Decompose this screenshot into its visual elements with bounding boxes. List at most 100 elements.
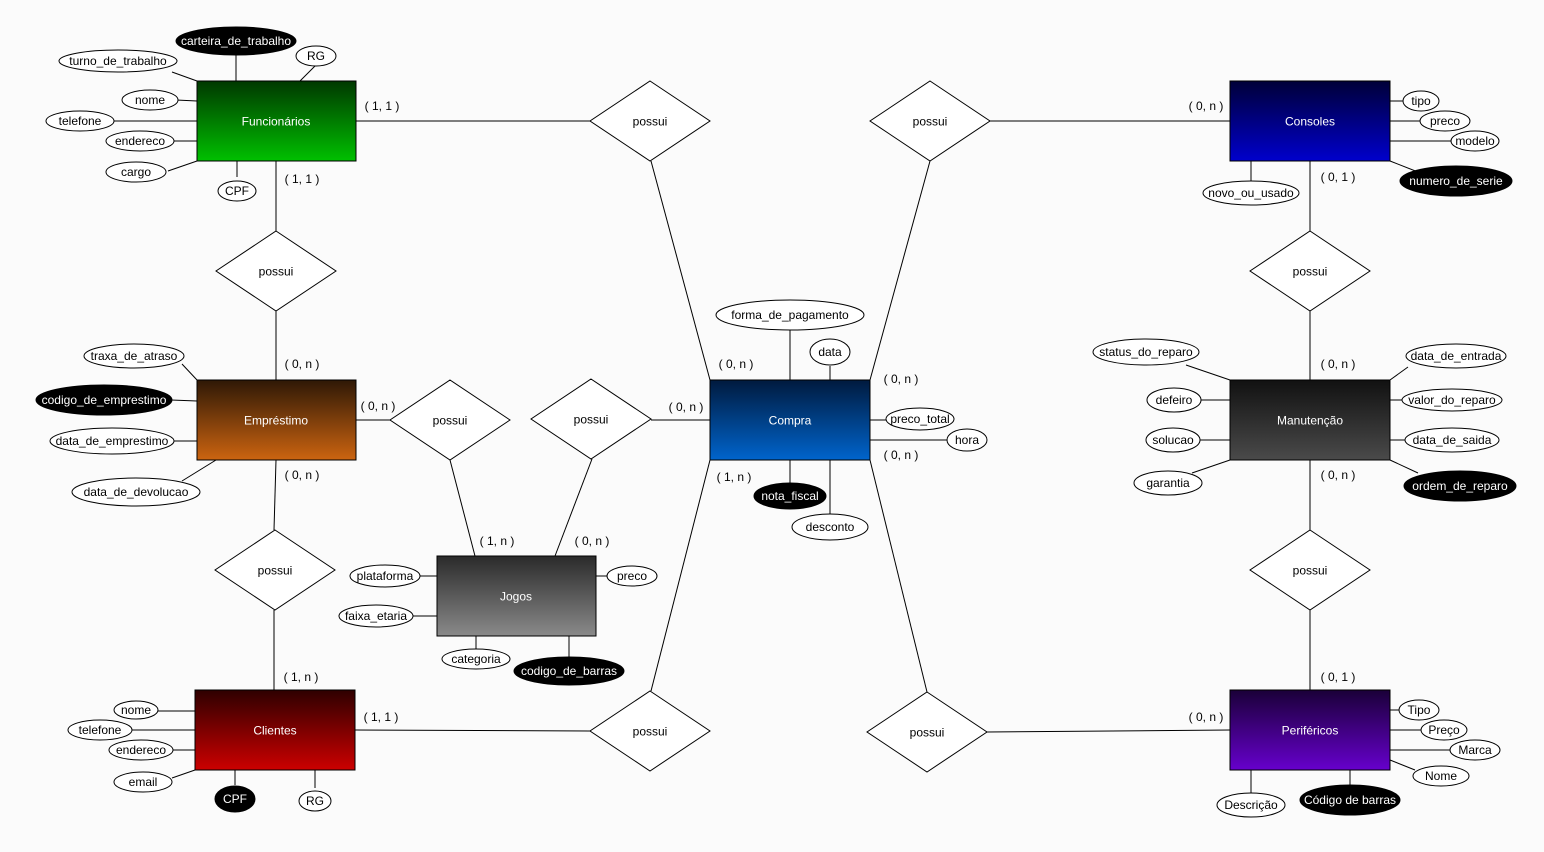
attr-descricao[interactable]: Descrição — [1216, 792, 1286, 818]
attribute-label: modelo — [1455, 134, 1495, 148]
attribute-label: nome — [121, 703, 151, 717]
attr-tipo[interactable]: Tipo — [1398, 699, 1440, 721]
attr-faixa-etaria[interactable]: faixa_etaria — [338, 604, 414, 628]
cardinality-label: ( 1, 1 ) — [365, 99, 400, 113]
entity-consoles[interactable]: Consoles — [1229, 80, 1391, 162]
relationship-consoles-manut[interactable]: possui — [1249, 230, 1371, 312]
relationship-func-compra[interactable]: possui — [589, 80, 711, 162]
attr-nota-fiscal[interactable]: nota_fiscal — [753, 482, 827, 510]
attribute-label: preco — [1430, 114, 1460, 128]
cardinality-label: ( 1, n ) — [284, 670, 319, 684]
attr-codigo-de-emprestimo[interactable]: codigo_de_emprestimo — [35, 384, 173, 416]
relationship-jogos-compra[interactable]: possui — [530, 378, 652, 460]
attribute-label: preco_total — [890, 412, 949, 426]
attr-nome[interactable]: nome — [113, 700, 159, 720]
attribute-label: numero_de_serie — [1409, 174, 1503, 188]
attribute-label: ordem_de_reparo — [1412, 479, 1508, 493]
attr-nome[interactable]: Nome — [1412, 765, 1470, 787]
attribute-label: telefone — [59, 114, 102, 128]
attr-endereco[interactable]: endereco — [105, 130, 175, 152]
relationship-label: possui — [910, 726, 945, 740]
attribute-label: valor_do_reparo — [1408, 393, 1496, 407]
attr-plataforma[interactable]: plataforma — [349, 564, 421, 588]
attr-numero-de-serie[interactable]: numero_de_serie — [1399, 165, 1513, 197]
entity-jogos[interactable]: Jogos — [436, 555, 597, 637]
attr-preco[interactable]: preco — [1419, 110, 1471, 132]
attr-rg[interactable]: RG — [295, 45, 337, 67]
attr-ordem-de-reparo[interactable]: ordem_de_reparo — [1403, 470, 1517, 502]
attr-data-de-entrada[interactable]: data_de_entrada — [1405, 343, 1507, 369]
entity-emprestimo[interactable]: Empréstimo — [196, 379, 357, 461]
attr-codigo-de-barras[interactable]: codigo_de_barras — [513, 656, 625, 686]
attr-defeiro[interactable]: defeiro — [1146, 387, 1202, 413]
attr-preco[interactable]: preco — [606, 565, 658, 587]
attr-status-do-reparo[interactable]: status_do_reparo — [1092, 338, 1200, 366]
attribute-label: status_do_reparo — [1099, 345, 1193, 359]
relationship-perif-compra[interactable]: possui — [866, 691, 988, 773]
attr-telefone[interactable]: telefone — [67, 719, 133, 741]
attribute-label: garantia — [1146, 476, 1190, 490]
attr-data-de-saida[interactable]: data_de_saida — [1404, 427, 1500, 453]
entity-funcionarios[interactable]: Funcionários — [196, 80, 357, 162]
relationship-cli-compra[interactable]: possui — [589, 690, 711, 772]
attr-categoria[interactable]: categoria — [441, 648, 511, 670]
attr-modelo[interactable]: modelo — [1450, 130, 1500, 152]
relationship-emp-cli[interactable]: possui — [214, 529, 336, 611]
attribute-label: Nome — [1425, 769, 1457, 783]
attribute-label: traxa_de_atraso — [91, 349, 178, 363]
attribute-label: nota_fiscal — [761, 489, 818, 503]
attr-hora[interactable]: hora — [946, 428, 988, 452]
relationship-label: possui — [574, 413, 609, 427]
attribute-label: Tipo — [1408, 703, 1431, 717]
attribute-label: Preço — [1428, 723, 1460, 737]
entity-perifericos[interactable]: Periféricos — [1229, 689, 1391, 771]
cardinality-label: ( 1, 1 ) — [285, 172, 320, 186]
attr-cargo[interactable]: cargo — [105, 161, 167, 183]
attr-data-de-emprestimo[interactable]: data_de_emprestimo — [49, 427, 175, 455]
cardinality-label: ( 0, n ) — [1321, 357, 1356, 371]
attr-email[interactable]: email — [113, 771, 173, 793]
attr-codigo-de-barras[interactable]: Código de barras — [1299, 784, 1401, 816]
attribute-label: data_de_emprestimo — [56, 434, 169, 448]
attr-desconto[interactable]: desconto — [791, 513, 869, 541]
attr-traxa-de-atraso[interactable]: traxa_de_atraso — [83, 343, 185, 369]
attr-solucao[interactable]: solucao — [1145, 427, 1201, 453]
relationship-label: possui — [1293, 564, 1328, 578]
entity-manutencao[interactable]: Manutenção — [1229, 379, 1391, 461]
cardinality-label: ( 0, n ) — [884, 448, 919, 462]
attr-carteira-de-trabalho[interactable]: carteira_de_trabalho — [175, 26, 297, 56]
entity-label: Compra — [769, 414, 812, 428]
attr-preco-total[interactable]: preco_total — [885, 407, 955, 431]
attr-garantia[interactable]: garantia — [1133, 470, 1203, 496]
attr-endereco[interactable]: endereco — [108, 739, 174, 761]
attribute-label: data_de_saida — [1413, 433, 1492, 447]
attribute-label: hora — [955, 433, 979, 447]
attr-telefone[interactable]: telefone — [45, 110, 115, 132]
attr-cpf[interactable]: CPF — [214, 785, 256, 813]
cardinality-label: ( 0, 1 ) — [1321, 670, 1356, 684]
attr-novo-ou-usado[interactable]: novo_ou_usado — [1202, 180, 1300, 206]
relationship-manut-perif[interactable]: possui — [1249, 529, 1371, 611]
attr-valor-do-reparo[interactable]: valor_do_reparo — [1401, 388, 1503, 412]
attr-tipo[interactable]: tipo — [1402, 90, 1440, 112]
attr-data[interactable]: data — [809, 338, 851, 366]
relationship-func-emp[interactable]: possui — [215, 230, 337, 312]
entity-clientes[interactable]: Clientes — [194, 689, 356, 771]
attribute-label: RG — [307, 49, 325, 63]
cardinality-label: ( 0, n ) — [575, 534, 610, 548]
relationship-emp-jogos[interactable]: possui — [389, 379, 511, 461]
entity-label: Funcionários — [242, 115, 311, 129]
attr-marca[interactable]: Marca — [1449, 739, 1501, 761]
attribute-label: nome — [135, 93, 165, 107]
attr-rg[interactable]: RG — [298, 790, 332, 812]
attr-cpf[interactable]: CPF — [217, 180, 257, 202]
attr-data-de-devolucao[interactable]: data_de_devolucao — [71, 477, 201, 507]
connector-lines — [108, 52, 1452, 793]
attr-nome[interactable]: nome — [121, 89, 179, 111]
relationship-consoles-compra[interactable]: possui — [869, 80, 991, 162]
attr-forma-de-pagamento[interactable]: forma_de_pagamento — [715, 299, 865, 331]
entity-label: Manutenção — [1277, 414, 1343, 428]
attr-preco[interactable]: Preço — [1420, 719, 1468, 741]
attr-turno-de-trabalho[interactable]: turno_de_trabalho — [58, 49, 178, 73]
entity-compra[interactable]: Compra — [709, 379, 871, 461]
